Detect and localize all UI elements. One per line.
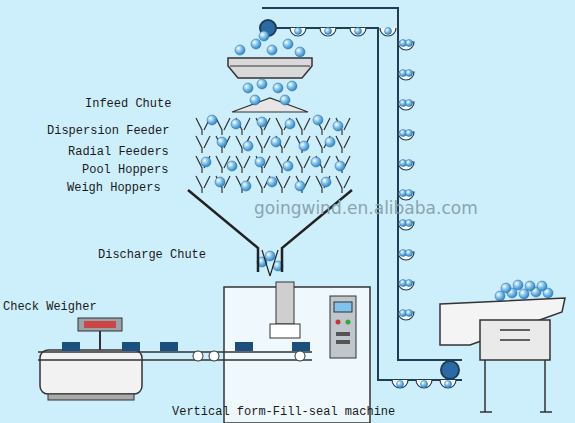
part-label: Check Weigher — [3, 300, 97, 314]
part-label: Discharge Chute — [98, 248, 206, 262]
product-balls — [201, 31, 553, 301]
output-conveyor — [38, 342, 312, 361]
part-label: Weigh Hoppers — [67, 181, 161, 195]
infeed-chute — [228, 58, 312, 78]
machine-label: Vertical form-Fill-seal machine — [172, 405, 395, 419]
part-label: Pool Hoppers — [82, 163, 168, 177]
part-label: Infeed Chute — [85, 97, 171, 111]
radial-feeders — [196, 118, 350, 193]
watermark: goingwind.en.alibaba.com — [254, 198, 478, 218]
dispersion-feeder — [232, 98, 308, 112]
part-label: Dispersion Feeder — [47, 124, 169, 138]
feed-table — [440, 298, 565, 412]
check-weigher — [40, 318, 142, 400]
part-label: Radial Feeders — [68, 145, 169, 159]
